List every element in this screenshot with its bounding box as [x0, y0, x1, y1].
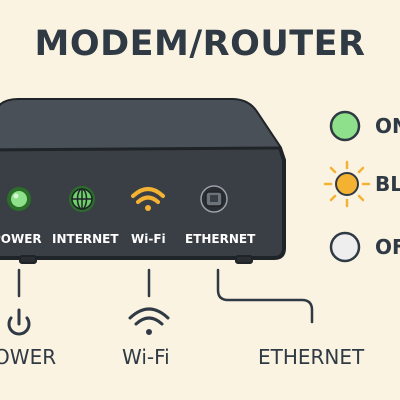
legend-blink-label: BL — [375, 172, 400, 196]
device-label-internet: INTERNET — [52, 232, 119, 246]
power-led — [7, 187, 31, 211]
legend-off-indicator — [329, 231, 361, 263]
connector-lines — [17, 268, 314, 324]
globe-icon — [69, 186, 95, 212]
bottom-label-power: POWER — [0, 345, 57, 369]
router-device — [0, 98, 286, 264]
ethernet-port-icon — [200, 185, 228, 213]
bottom-label-ethernet: ETHERNET — [258, 345, 365, 369]
bottom-label-wifi: Wi-Fi — [122, 345, 170, 369]
sun-blink-icon — [323, 160, 371, 208]
wifi-icon — [128, 307, 170, 335]
wifi-icon — [131, 187, 165, 211]
page-title: MODEM/ROUTER — [34, 24, 366, 64]
device-label-power: POWER — [0, 232, 42, 246]
device-label-ethernet: ETHERNET — [185, 232, 256, 246]
legend-off-label: OF — [375, 235, 400, 259]
device-label-wifi: Wi-Fi — [131, 232, 166, 246]
legend-on-label: ON — [375, 114, 400, 138]
power-icon — [7, 308, 31, 336]
legend-on-indicator — [329, 110, 361, 142]
